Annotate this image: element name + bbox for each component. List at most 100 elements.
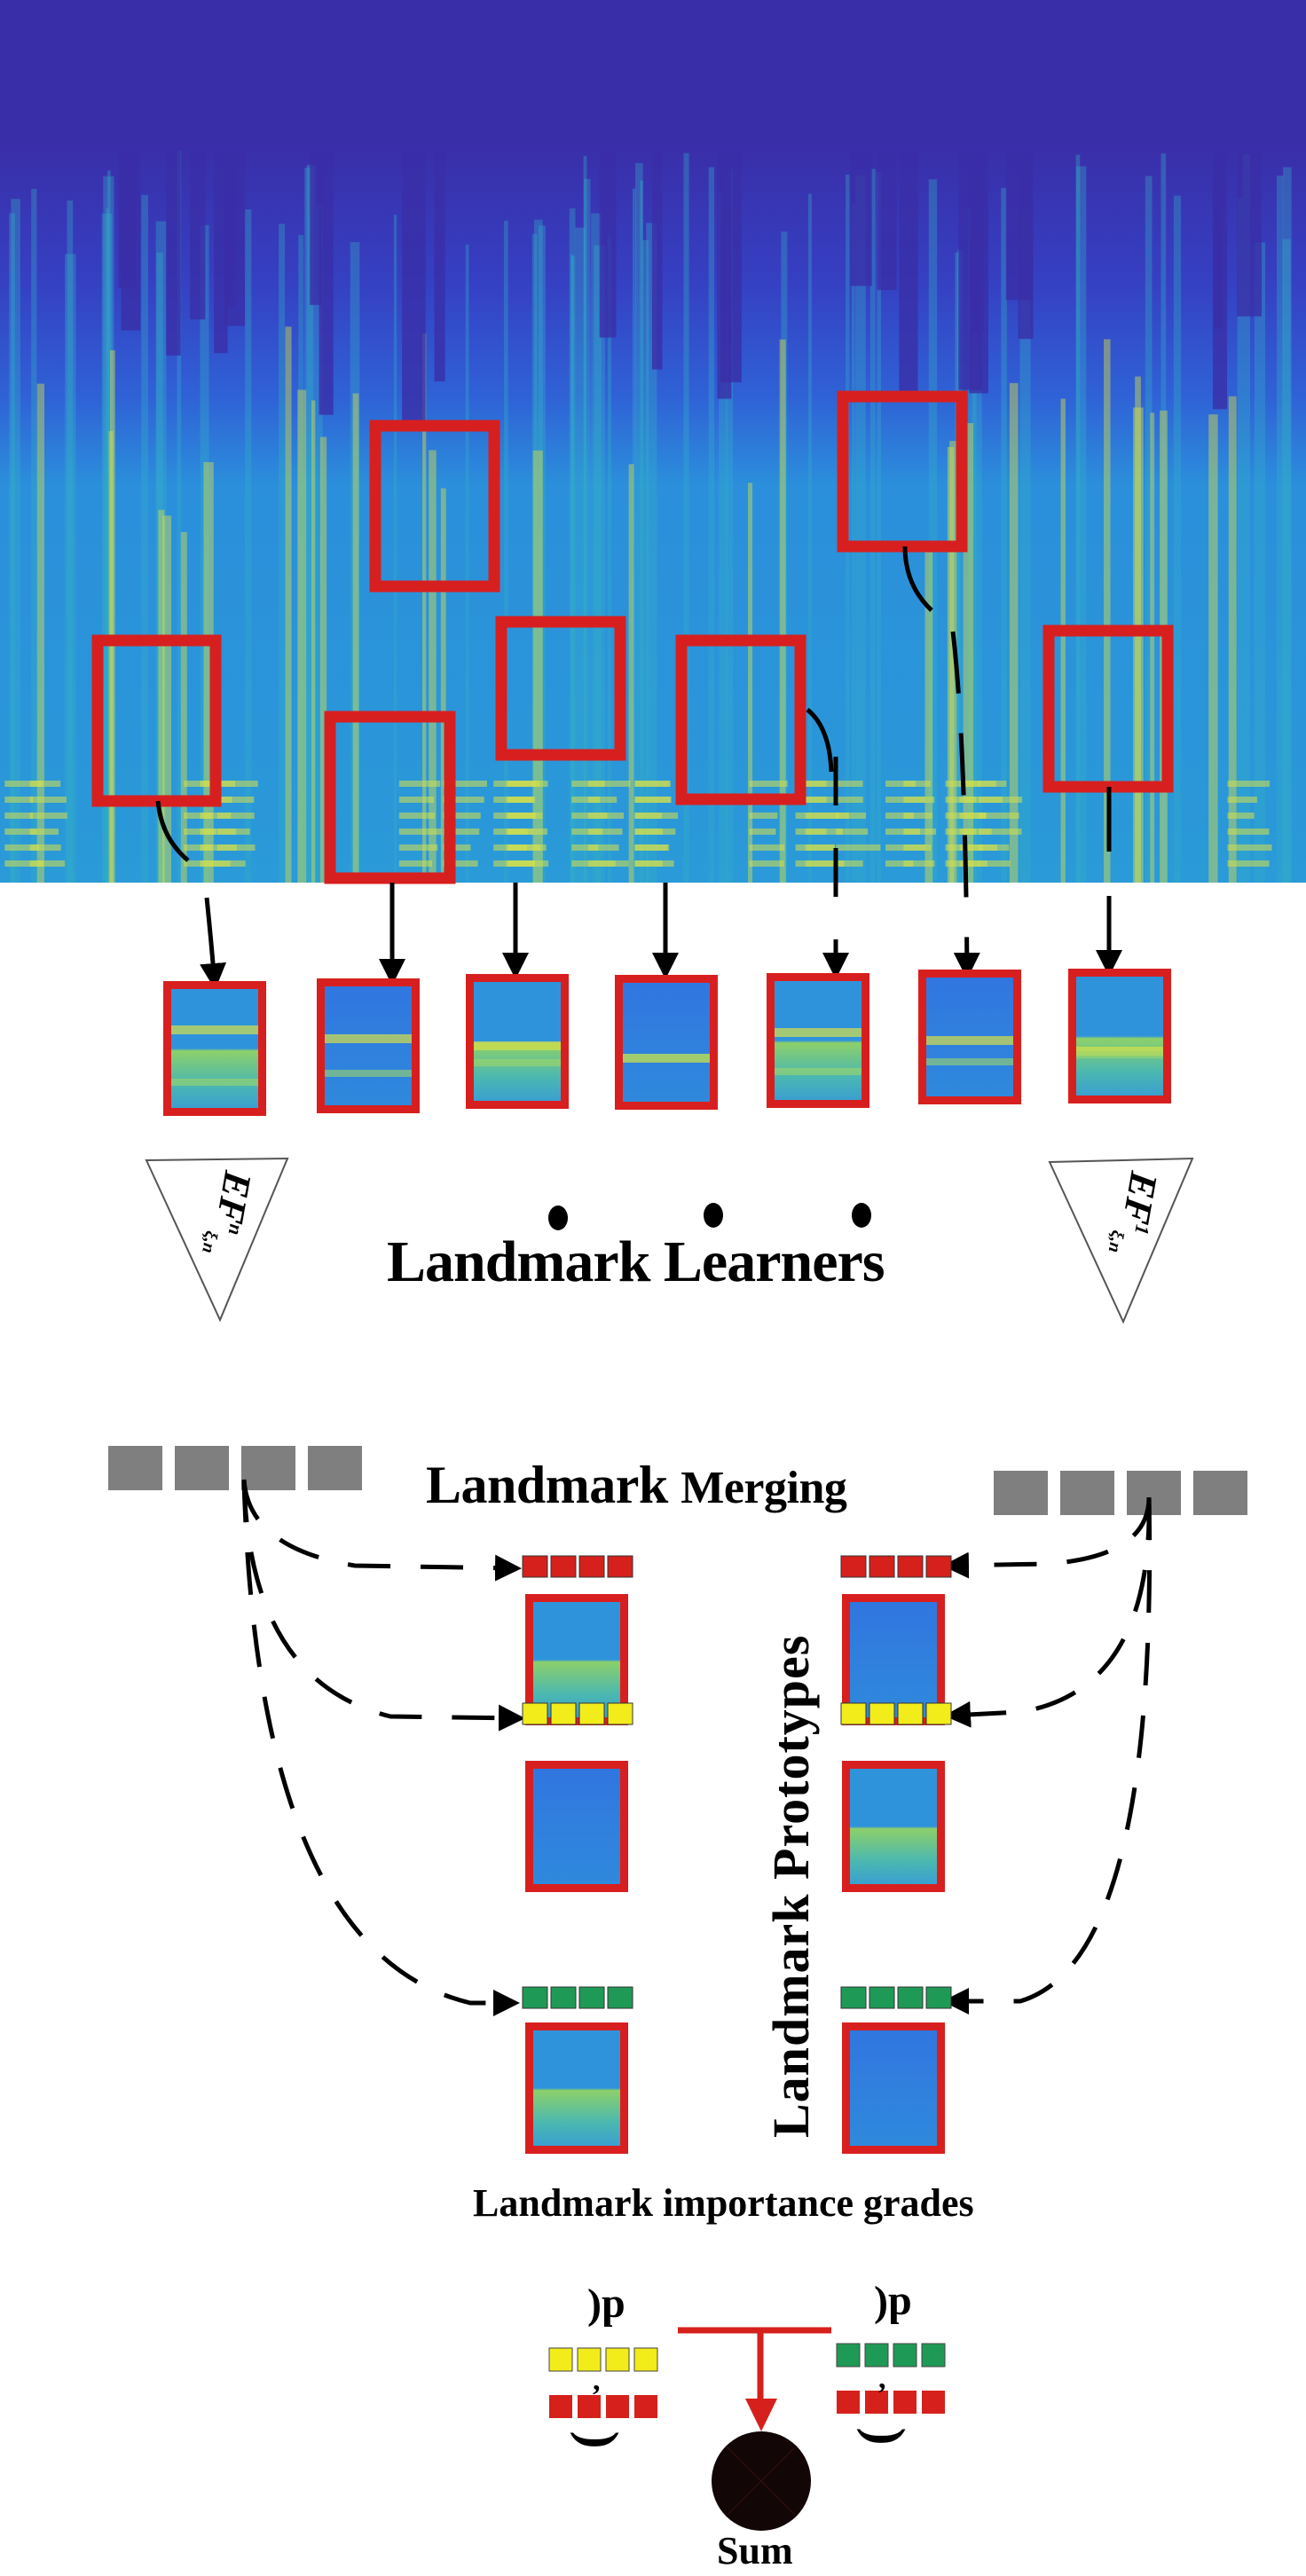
spectrogram-band (869, 169, 876, 883)
spectrogram-band (594, 245, 605, 883)
merging-vector-right-cell (1193, 1471, 1247, 1515)
ellipsis-dot (852, 1203, 871, 1228)
crop-image (325, 986, 412, 1105)
spectrogram-harmonic (162, 515, 172, 883)
spectrogram-harmonic (1133, 407, 1144, 883)
spectrogram-formant (506, 813, 536, 819)
spectrogram-formant (634, 829, 676, 835)
ellipsis-dot (548, 1206, 568, 1230)
spectrogram-band (719, 192, 728, 883)
spectrogram-harmonic (779, 339, 786, 884)
merging-vector-right-cell (994, 1471, 1048, 1515)
spectrogram-formant (216, 797, 255, 803)
spectrogram-band (1277, 175, 1284, 883)
landmark-region-6 (837, 390, 968, 553)
formula-block-red (578, 2395, 601, 2418)
spectrogram-formant (945, 797, 977, 803)
spectrogram-gap (214, 151, 228, 354)
spectrogram-harmonic (203, 462, 214, 883)
spectrogram-formant (749, 860, 784, 867)
spectrogram-formant (978, 829, 1022, 835)
spectrogram-formant (443, 781, 487, 787)
grade-block-yellow (578, 1702, 605, 1725)
spectrogram-formant (836, 813, 867, 819)
spectrogram-formant (795, 781, 827, 787)
spectrogram-formant (1227, 829, 1270, 835)
spectrogram-band (1145, 176, 1153, 883)
spectrogram-band (155, 221, 167, 884)
spectrogram-formant (29, 829, 59, 835)
grade-block-green (925, 1986, 952, 2009)
spectrogram-formant (443, 797, 484, 803)
sum-label: Sum (717, 2529, 793, 2572)
landmark-crops (163, 969, 1171, 1116)
merging-connectors (241, 1479, 1153, 2016)
spectrogram-formant (184, 844, 213, 851)
spectrogram-band (67, 200, 74, 883)
learner-left-sub: ξ,n (198, 1229, 222, 1255)
spectrogram-band (928, 179, 938, 883)
spectrogram-harmonic (297, 389, 307, 883)
merging-vector-right-cell (1060, 1471, 1114, 1515)
spectrogram-formant (634, 813, 662, 819)
spectrogram-formant (588, 797, 618, 803)
crop-band (325, 1034, 412, 1043)
spectrogram-band (808, 193, 812, 883)
spectrogram-band (632, 188, 636, 884)
grade-block-green (578, 1986, 605, 2009)
crop-image (623, 983, 710, 1102)
spectrogram-formant (29, 860, 66, 867)
spectrogram-formant (836, 844, 881, 851)
spectrogram-formant (216, 781, 258, 787)
spectrogram-band (877, 172, 881, 883)
grade-block-green (607, 1986, 633, 2009)
spectrogram-harmonic (311, 400, 316, 883)
crop-band (474, 1059, 561, 1066)
grade-block-yellow (840, 1702, 867, 1725)
grade-block-green (897, 1986, 924, 2009)
spectrogram-band (1283, 167, 1292, 884)
landmark-region-5 (675, 634, 806, 805)
spectrogram-gap (877, 151, 897, 290)
spectrogram-formant (506, 860, 549, 867)
spectrogram-formant (398, 781, 441, 787)
spectrogram-formant (885, 797, 925, 803)
spectrogram-band (855, 175, 866, 883)
spectrogram-gap (850, 151, 872, 287)
spectrogram-gap (166, 151, 181, 356)
spectrogram-band (583, 155, 587, 883)
merging-vector-left-cell (108, 1446, 162, 1490)
formula-right-fn: d( (874, 2285, 912, 2332)
spectrogram-gap (310, 151, 322, 305)
connector-1-upper (155, 800, 190, 862)
spectrogram-formant (1227, 797, 1257, 803)
grade-block-green (522, 1986, 548, 2009)
spectrogram-formant (443, 813, 481, 819)
spectrogram-harmonic (158, 509, 165, 883)
grade-block-red (897, 1555, 924, 1578)
spectrogram-band (503, 220, 508, 883)
spectrogram-band (156, 252, 163, 883)
spectrogram-harmonic (108, 431, 114, 883)
spectrogram-harmonic (440, 488, 446, 883)
spectrogram-harmonic (319, 436, 327, 883)
spectrogram-band (279, 224, 286, 883)
prototype-image (533, 1769, 620, 1884)
spectrogram-formant (29, 781, 61, 787)
spectrogram-band (531, 233, 538, 884)
spectrogram-band (683, 153, 689, 883)
spectrogram-band (11, 199, 20, 884)
spectrogram-formant (795, 844, 836, 851)
merging-vectors (108, 1446, 1247, 1515)
spectrogram-formant (216, 829, 250, 835)
spectrogram-band (1075, 154, 1081, 884)
spectrogram-formant (1227, 844, 1272, 851)
spectrogram-formant (795, 829, 827, 835)
merging-vector-right-cell (1127, 1471, 1181, 1515)
spectrogram-formant (885, 829, 921, 835)
grade-block-red (607, 1555, 633, 1578)
merging-vector-left-cell (241, 1446, 295, 1490)
region-connectors (155, 546, 1122, 990)
spectrogram-formant (634, 781, 670, 787)
